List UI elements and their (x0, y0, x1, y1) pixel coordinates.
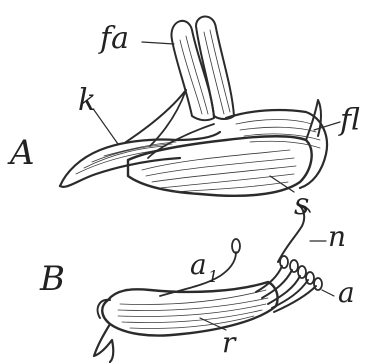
label-fa: fa (98, 21, 129, 56)
label-r: r (222, 326, 237, 359)
anther-4 (306, 272, 314, 284)
label-k: k (78, 83, 96, 118)
stamen-tube-r (94, 282, 278, 362)
anther-5 (314, 278, 322, 290)
label-a: a (338, 276, 355, 309)
label-fl: fl (338, 103, 360, 138)
free-anther (232, 239, 240, 253)
leader-fa (142, 42, 174, 44)
leader-fl (314, 122, 340, 130)
leader-a (322, 290, 334, 296)
label-n: n (328, 220, 346, 253)
anther-3 (298, 266, 306, 278)
label-a-figure: A (7, 133, 35, 173)
label-a1: a (190, 248, 207, 281)
label-s: s (294, 187, 309, 222)
anther-2 (290, 260, 298, 272)
filaments (256, 256, 322, 312)
label-a1-subscript: 1 (208, 267, 218, 286)
flap-fl (226, 100, 327, 188)
leader-k (94, 110, 118, 144)
label-b-figure: B (39, 259, 65, 299)
anther-pair-fa (171, 17, 234, 121)
